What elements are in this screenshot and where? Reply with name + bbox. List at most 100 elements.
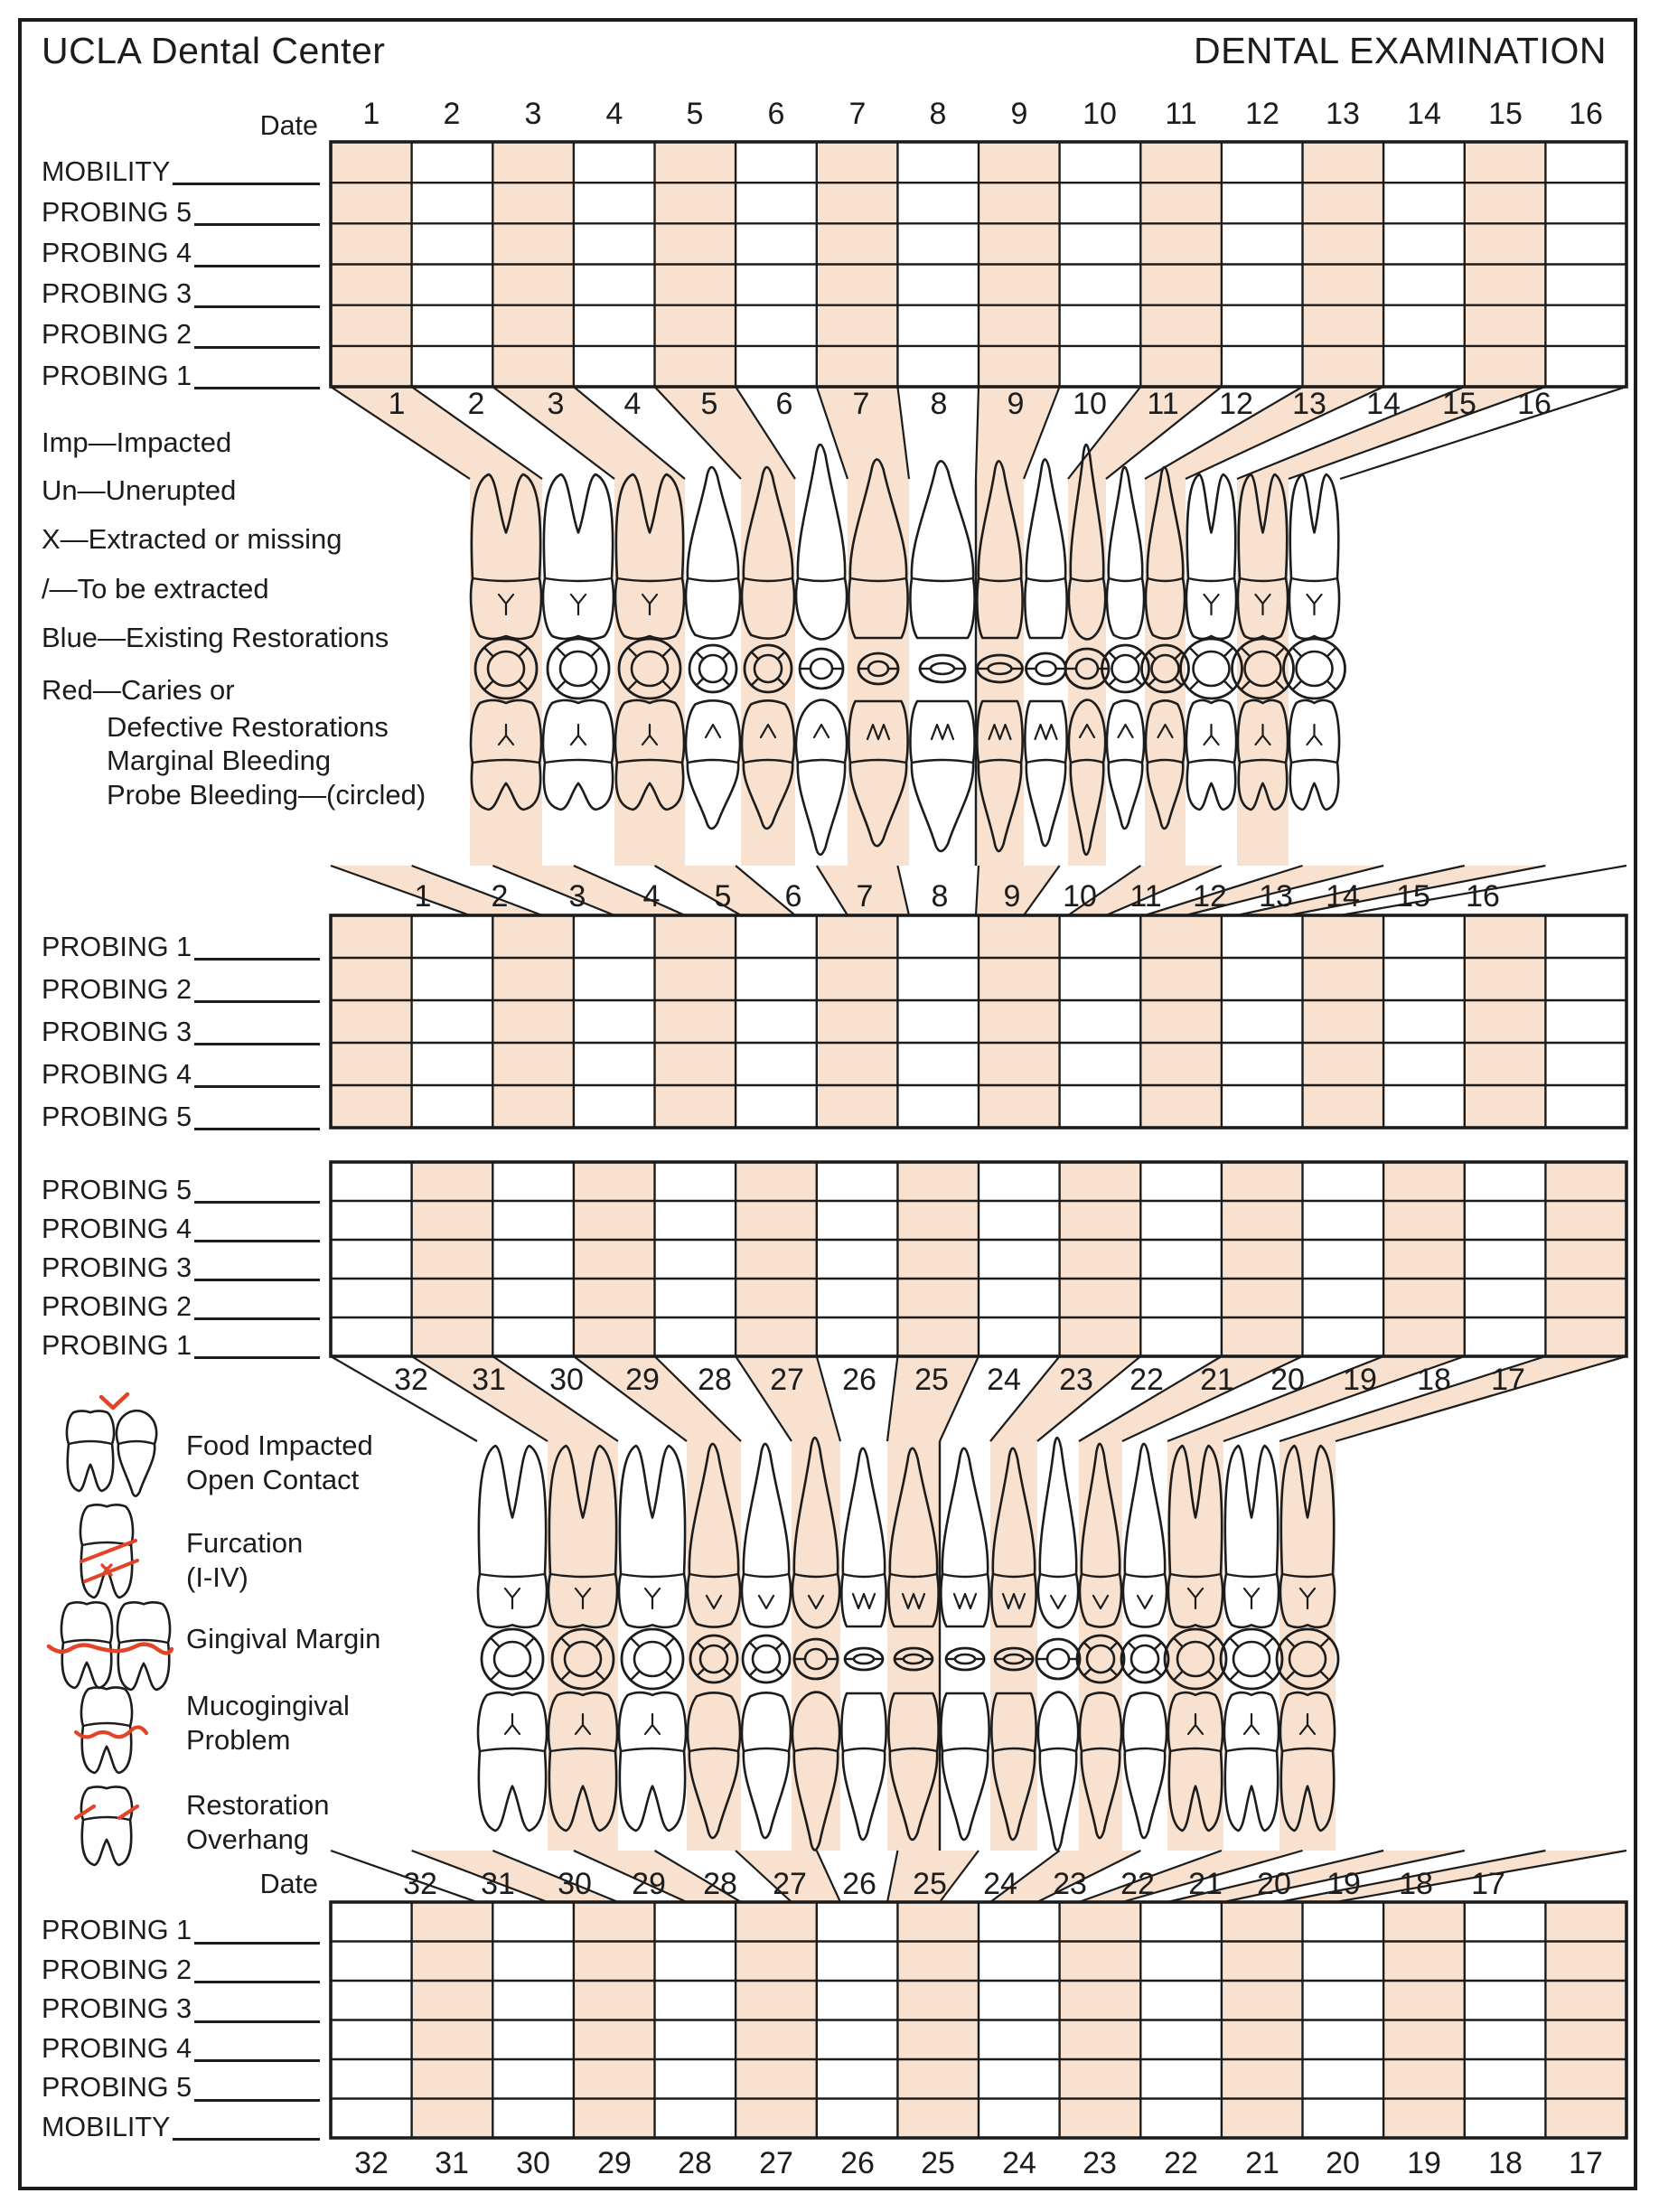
tooth-number-maxillary-mid: 1	[388, 387, 406, 421]
tooth-number-mandibular-bottom: 24	[1002, 2146, 1036, 2180]
maxillary-teeth-illustration	[469, 443, 1346, 857]
row-label-text: PROBING 4	[42, 238, 192, 268]
tooth-number-maxillary-mid: 4	[623, 387, 642, 421]
write-in-line[interactable]	[194, 2098, 320, 2102]
write-in-line[interactable]	[194, 1356, 320, 1359]
row-label-text: PROBING 2	[42, 1290, 192, 1322]
tooth-number-maxillary-bottom: 15	[1396, 879, 1430, 914]
tooth-number-mandibular-mid: 25	[913, 1867, 947, 1901]
tooth-number-maxillary-mid: 3	[547, 387, 565, 421]
write-in-line[interactable]	[173, 183, 320, 186]
tooth-number-maxillary-mid: 12	[1219, 387, 1253, 421]
tooth-number-maxillary-bottom: 3	[568, 879, 586, 914]
write-in-line[interactable]	[194, 264, 320, 267]
tooth-number-mandibular-bottom: 27	[759, 2146, 793, 2180]
tooth-number-mandibular-mid: 23	[1053, 1867, 1087, 1901]
tooth-number-mandibular-top: 18	[1417, 1363, 1451, 1397]
tooth-number-mandibular-mid: 31	[481, 1867, 515, 1901]
condition-legend-label: Gingival Margin	[186, 1623, 381, 1654]
tooth-number-mandibular-bottom: 32	[354, 2146, 389, 2180]
tooth-number-maxillary-mid: 15	[1442, 387, 1476, 421]
tooth-number-mandibular-mid: 24	[983, 1867, 1017, 1901]
row-label-text: PROBING 3	[42, 1016, 192, 1047]
date-label-upper: Date	[259, 110, 318, 141]
mucogingival-problem-tooth-icon	[73, 1686, 149, 1775]
row-label-text: PROBING 1	[42, 931, 192, 962]
tooth-number-maxillary-bottom: 10	[1063, 879, 1097, 914]
restoration-overhang-tooth-icon	[73, 1786, 140, 1867]
probing-row-label: PROBING 4	[42, 1057, 320, 1088]
row-label-text: PROBING 5	[42, 1101, 192, 1132]
write-in-line[interactable]	[194, 1085, 320, 1088]
tooth-number-maxillary-top: 5	[686, 97, 704, 131]
write-in-line[interactable]	[194, 2059, 320, 2062]
write-in-line[interactable]	[173, 2138, 320, 2141]
row-label-text: PROBING 3	[42, 1993, 192, 2024]
mandibular-facial-probing-grid[interactable]	[331, 1902, 1626, 2138]
probing-row-label: PROBING 3	[42, 1251, 320, 1281]
write-in-line[interactable]	[194, 1981, 320, 1983]
write-in-line[interactable]	[194, 1941, 320, 1945]
tooth-number-maxillary-mid: 8	[930, 387, 948, 421]
row-label-text: PROBING 2	[42, 1954, 192, 1985]
write-in-line[interactable]	[194, 1043, 320, 1045]
maxillary-facial-probing-grid[interactable]	[331, 142, 1626, 387]
write-in-line[interactable]	[194, 958, 320, 961]
row-label-text: PROBING 2	[42, 319, 192, 351]
write-in-line[interactable]	[194, 223, 320, 227]
legend-item: /—To be extracted	[42, 573, 269, 605]
form-title: DENTAL EXAMINATION	[1193, 30, 1607, 71]
write-in-line[interactable]	[194, 2020, 320, 2023]
probing-row-label: PROBING 3	[42, 277, 320, 308]
tooth-number-mandibular-mid: 26	[842, 1867, 876, 1901]
tooth-number-mandibular-top: 19	[1343, 1363, 1377, 1397]
tooth-number-maxillary-mid: 10	[1073, 387, 1107, 421]
probing-row-label: MOBILITY	[42, 2110, 320, 2141]
tooth-number-maxillary-bottom: 13	[1259, 879, 1293, 914]
tooth-number-maxillary-mid: 13	[1292, 387, 1326, 421]
maxillary-lingual-probing-grid[interactable]	[331, 915, 1626, 1128]
tooth-number-mandibular-mid: 27	[773, 1867, 807, 1901]
tooth-number-maxillary-bottom: 2	[491, 879, 509, 914]
tooth-number-maxillary-bottom: 6	[784, 879, 802, 914]
write-in-line[interactable]	[194, 1279, 320, 1281]
tooth-number-mandibular-mid: 29	[632, 1867, 666, 1901]
tooth-number-mandibular-top: 29	[625, 1363, 660, 1397]
tooth-number-mandibular-bottom: 29	[597, 2146, 632, 2180]
probing-row-label: PROBING 5	[42, 1173, 320, 1204]
mandibular-lingual-probing-grid[interactable]	[331, 1162, 1626, 1356]
condition-legend-label: Mucogingival	[186, 1690, 350, 1721]
legend-item: Blue—Existing Restorations	[42, 622, 389, 653]
write-in-line[interactable]	[194, 305, 320, 308]
tooth-number-mandibular-bottom: 20	[1326, 2146, 1360, 2180]
tooth-number-maxillary-top: 8	[929, 97, 947, 131]
tooth-number-maxillary-mid: 14	[1366, 387, 1401, 421]
probing-row-label: PROBING 4	[42, 237, 320, 267]
tooth-number-maxillary-bottom: 8	[931, 879, 949, 914]
tooth-number-maxillary-mid: 7	[852, 387, 870, 421]
tooth-number-maxillary-top: 13	[1326, 97, 1360, 131]
tooth-number-mandibular-mid: 19	[1326, 1867, 1361, 1901]
tooth-number-maxillary-bottom: 1	[414, 879, 432, 914]
write-in-line[interactable]	[194, 1000, 320, 1003]
row-label-text: PROBING 5	[42, 196, 192, 228]
tooth-number-mandibular-bottom: 18	[1488, 2146, 1523, 2180]
legend-item: Imp—Impacted	[42, 426, 232, 458]
write-in-line[interactable]	[194, 1317, 320, 1320]
condition-legend-label: Furcation	[186, 1527, 304, 1559]
write-in-line[interactable]	[194, 1240, 320, 1242]
tooth-number-maxillary-top: 6	[767, 97, 785, 131]
tooth-number-mandibular-mid: 32	[403, 1867, 437, 1901]
write-in-line[interactable]	[194, 1201, 320, 1204]
legend-item: Un—Unerupted	[42, 474, 237, 506]
write-in-line[interactable]	[194, 1128, 320, 1130]
write-in-line[interactable]	[194, 345, 320, 349]
tooth-number-maxillary-bottom: 7	[856, 879, 874, 914]
write-in-line[interactable]	[194, 387, 320, 390]
tooth-number-maxillary-top: 11	[1165, 97, 1197, 131]
tooth-number-mandibular-bottom: 21	[1245, 2146, 1279, 2180]
condition-legend-label: (I-IV)	[186, 1561, 248, 1593]
probing-row-label: PROBING 4	[42, 2031, 320, 2062]
tooth-number-maxillary-top: 15	[1488, 97, 1523, 131]
